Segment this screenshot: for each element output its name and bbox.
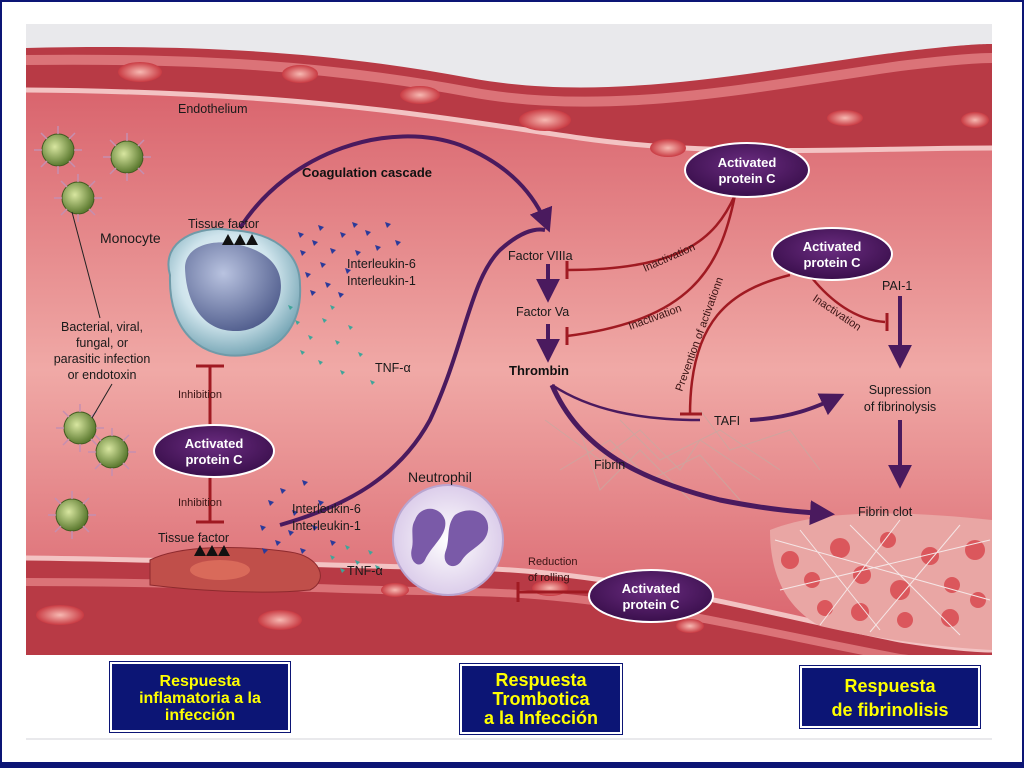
- inhibition-lines: [196, 194, 889, 602]
- arrow-thrombin-to-tafi: [551, 383, 701, 422]
- apc-badge-top: Activated protein C: [684, 142, 810, 198]
- factor-viiia-label: Factor VIIIa: [508, 249, 573, 263]
- fibrin-clot-label: Fibrin clot: [858, 505, 913, 519]
- caption-inflammatory-response: Respuesta inflamatoria a la infección: [109, 661, 291, 733]
- cytokine-cloud-bottom: [260, 480, 380, 573]
- apc-badge-bottom: Activated protein C: [588, 569, 714, 623]
- fibrin-meshwork: [544, 409, 821, 501]
- reduction-rolling-line2: of rolling: [528, 572, 570, 584]
- apc-badge-left: Activated protein C: [153, 424, 275, 478]
- coagulation-cascade-arrow-top: [238, 134, 553, 233]
- caption-fibrinolysis-response: Respuesta de fibrinolisis: [799, 665, 981, 729]
- slide-top-border: [0, 0, 1024, 2]
- apc-left-line2: protein C: [185, 452, 243, 467]
- reduction-rolling-line1: Reduction: [528, 556, 578, 568]
- apc-right-line1: Activated: [803, 239, 862, 254]
- tnf-bottom-label: TNF-α: [347, 564, 383, 578]
- slide-left-border: [0, 0, 2, 768]
- pathogen-particles: [34, 126, 151, 539]
- apc-bottom-line1: Activated: [622, 581, 681, 596]
- pai1-label: PAI-1: [882, 279, 912, 293]
- inhibition-bottom-label: Inhibition: [178, 497, 222, 509]
- factor-va-label: Factor Va: [516, 305, 569, 319]
- vessel-lumen: [26, 90, 992, 650]
- thrombin-label: Thrombin: [509, 363, 569, 378]
- apc-left-line1: Activated: [185, 436, 244, 451]
- endothelium-label: Endothelium: [178, 102, 248, 116]
- tissue-factor-bottom-label: Tissue factor: [158, 531, 229, 545]
- coagulation-cascade-label: Coagulation cascade: [302, 165, 432, 180]
- cytokine-cloud-top: [288, 222, 401, 385]
- infection-label-line2: fungal, or: [76, 336, 128, 350]
- apc-badge-right: Activated protein C: [771, 227, 893, 281]
- interleukin6-bottom-label: Interleukin-6: [292, 502, 361, 516]
- caption-thrombotic-text: Respuesta Trombotica a la Infección: [483, 670, 599, 728]
- endothelial-cell: [149, 546, 321, 593]
- arrow-tafi-to-suppression: [749, 393, 845, 422]
- fibrin-label: Fibrin: [594, 458, 625, 472]
- slide-bottom-bar: [0, 762, 1024, 768]
- tissue-factor-markers-top: [222, 234, 258, 245]
- caption-fibrinolysis-text: Respuesta de fibrinolisis: [831, 676, 949, 720]
- tissue-factor-markers-bottom: [194, 545, 230, 556]
- monocyte-cell: [167, 228, 302, 357]
- neutrophil-cell: [392, 484, 504, 596]
- vessel-outer-edge-top: [25, 53, 993, 107]
- suppression-label-line1: Supression: [869, 383, 932, 397]
- infection-label-line4: or endotoxin: [68, 368, 137, 382]
- interleukin1-bottom-label: Interleukin-1: [292, 519, 361, 533]
- caption-inflammatory-text: Respuesta inflamatoria a la infección: [139, 673, 261, 724]
- endothelium-lining-top: [25, 87, 993, 153]
- monocyte-label: Monocyte: [100, 230, 161, 246]
- caption-thrombotic-response: Respuesta Trombotica a la Infección: [459, 663, 623, 735]
- interleukin1-top-label: Interleukin-1: [347, 274, 416, 288]
- infection-pointer-up: [71, 211, 101, 319]
- infection-pointer-down: [91, 383, 113, 419]
- tnf-top-label: TNF-α: [375, 361, 411, 375]
- coagulation-cascade-arrow-bottom: [279, 227, 546, 527]
- suppression-label-line2: of fibrinolysis: [864, 400, 936, 414]
- apc-top-line2: protein C: [718, 171, 776, 186]
- neutrophil-label: Neutrophil: [408, 469, 472, 485]
- apc-right-line2: protein C: [803, 255, 861, 270]
- apc-top-line1: Activated: [718, 155, 777, 170]
- fibrin-clot: [770, 513, 992, 650]
- tissue-factor-top-label: Tissue factor: [188, 217, 259, 231]
- arrow-thrombin-to-fibrin-clot: [549, 384, 835, 526]
- infection-label-line3: parasitic infection: [54, 352, 151, 366]
- inhibition-top-label: Inhibition: [178, 389, 222, 401]
- infection-label-line1: Bacterial, viral,: [61, 320, 143, 334]
- slide-right-border: [1022, 0, 1024, 768]
- apc-bottom-line2: protein C: [622, 597, 680, 612]
- red-blood-cells: [36, 62, 989, 688]
- interleukin6-top-label: Interleukin-6: [347, 257, 416, 271]
- tafi-label: TAFI: [714, 414, 740, 428]
